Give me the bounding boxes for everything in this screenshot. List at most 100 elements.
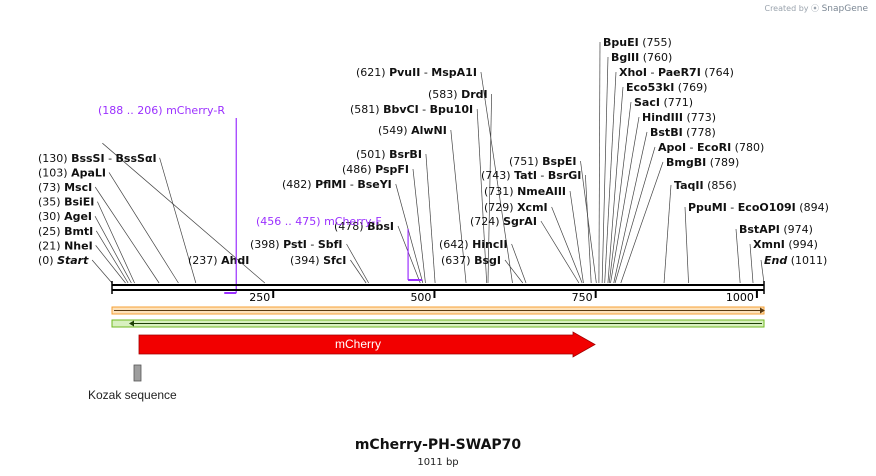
svg-text:(25) BmtI: (25) BmtI [38, 225, 93, 238]
site-connector [607, 86, 624, 284]
site-label-hindiii[interactable]: HindIII (773) [642, 111, 716, 124]
site-label-start[interactable]: (0) Start [38, 254, 89, 267]
svg-text:PpuMI - EcoO109I (894): PpuMI - EcoO109I (894) [688, 201, 829, 214]
site-position: (35) [38, 196, 64, 209]
kozak-feature-box[interactable] [133, 364, 142, 382]
snapgene-brand: SnapGene [821, 4, 868, 14]
site-label-nhei[interactable]: (21) NheI [38, 239, 93, 252]
site-label-hincii[interactable]: (642) HincII [439, 238, 508, 251]
site-connector [397, 225, 421, 284]
site-label-bsrbi[interactable]: (501) BsrBI [356, 148, 422, 161]
site-connector [684, 206, 689, 284]
site-connector [580, 160, 597, 284]
site-position: (25) [38, 225, 64, 238]
svg-text:(751) BspEI: (751) BspEI [509, 155, 577, 168]
site-label-bstbi[interactable]: BstBI (778) [650, 126, 716, 139]
site-label-pvuii[interactable]: (621) PvuII - MspA1I [356, 66, 477, 79]
site-label-bmti[interactable]: (25) BmtI [38, 225, 93, 238]
site-label-xcmi[interactable]: (729) XcmI [484, 201, 548, 214]
site-label-agei[interactable]: (30) AgeI [38, 210, 92, 223]
svg-text:BglII (760): BglII (760) [611, 51, 672, 64]
site-position: (21) [38, 239, 64, 252]
site-label-bstapi[interactable]: BstAPI (974) [739, 223, 813, 236]
site-label-taqii[interactable]: TaqII (856) [674, 179, 737, 192]
site-label-saci[interactable]: SacI (771) [634, 96, 693, 109]
plasmid-length: 1011 bp [417, 457, 458, 468]
created-by-text: Created by [764, 4, 809, 13]
site-connector [614, 146, 656, 284]
site-label-bbsi[interactable]: (478) BbsI [334, 220, 394, 233]
site-label-apoi[interactable]: ApoI - EcoRI (780) [658, 141, 764, 154]
site-connector [350, 259, 367, 284]
svg-text:(0) Start: (0) Start [38, 254, 89, 267]
site-connector [102, 142, 266, 284]
svg-text:XhoI - PaeR7I (764): XhoI - PaeR7I (764) [619, 66, 734, 79]
site-connector [95, 230, 129, 284]
site-label-end[interactable]: End (1011) [764, 254, 827, 267]
svg-text:(724) SgrAI: (724) SgrAI [470, 215, 537, 228]
site-label-tati[interactable]: (743) TatI - BsrGI [481, 169, 581, 182]
svg-text:SacI (771): SacI (771) [634, 96, 693, 109]
kozak-feature-label: Kozak sequence [88, 388, 177, 402]
site-label-sfci[interactable]: (394) SfcI [290, 254, 346, 267]
primer-mcherry-r[interactable]: (188 .. 206) mCherry-R [98, 104, 237, 294]
site-connector [504, 259, 524, 284]
site-label-alwni[interactable]: (549) AlwNI [378, 124, 447, 137]
snapgene-logo-icon: ⦿ [811, 4, 820, 13]
svg-text:(581) BbvCI - Bpu10I: (581) BbvCI - Bpu10I [350, 103, 473, 116]
site-label-pspfi[interactable]: (486) PspFI [342, 163, 409, 176]
site-connector [749, 243, 754, 284]
site-enzyme-name: BmtI [64, 225, 93, 238]
site-label-nmeaiii[interactable]: (731) NmeAIII [484, 185, 566, 198]
site-label-xhoi[interactable]: XhoI - PaeR7I (764) [619, 66, 734, 79]
site-label-pflmi[interactable]: (482) PflMI - BseYI [282, 178, 392, 191]
site-label-xmni[interactable]: XmnI (994) [753, 238, 818, 251]
site-position: (30) [38, 210, 64, 223]
site-label-bsgi[interactable]: (637) BsgI [441, 254, 501, 267]
site-label-bpuei[interactable]: BpuEI (755) [603, 36, 672, 49]
svg-text:(621) PvuII - MspA1I: (621) PvuII - MspA1I [356, 66, 477, 79]
site-label-drdi[interactable]: (583) DrdI [428, 88, 488, 101]
site-label-eco53ki[interactable]: Eco53kI (769) [626, 81, 707, 94]
site-enzyme-name: BssSI [71, 152, 105, 165]
site-label-apali[interactable]: (103) ApaLI [38, 166, 106, 179]
svg-text:(456 .. 475) mCherry-F: (456 .. 475) mCherry-F [256, 215, 382, 228]
svg-text:End (1011): End (1011) [764, 254, 827, 267]
site-connector [476, 108, 488, 284]
site-label-msci[interactable]: (73) MscI [38, 181, 92, 194]
svg-text:(130) BssSI - BssSαI: (130) BssSI - BssSαI [38, 152, 157, 165]
site-connector [620, 161, 664, 284]
site-connector [346, 243, 369, 284]
site-position: (130) [38, 152, 71, 165]
site-enzyme-name: MscI [64, 181, 92, 194]
site-position: (103) [38, 166, 71, 179]
site-label-sgrai[interactable]: (724) SgrAI [470, 215, 537, 228]
site-label-psti[interactable]: (398) PstI - SbfI [250, 238, 343, 251]
site-connector [585, 174, 592, 284]
site-label-bsiei[interactable]: (35) BsiEI [38, 196, 94, 209]
site-label-bspei[interactable]: (751) BspEI [509, 155, 577, 168]
site-label-bglii[interactable]: BglII (760) [611, 51, 672, 64]
site-label-ppumi[interactable]: PpuMI - EcoO109I (894) [688, 201, 829, 214]
site-label-bsssi[interactable]: (130) BssSI - BssSαI [38, 152, 157, 165]
svg-text:(482) PflMI - BseYI: (482) PflMI - BseYI [282, 178, 392, 191]
site-labels: (0) Start (21) NheI(25) BmtI (30) AgeI(35)… [38, 36, 829, 267]
mcherry-feature-arrow[interactable] [138, 331, 596, 358]
site-connector [412, 168, 426, 284]
svg-text:(729) XcmI: (729) XcmI [484, 201, 548, 214]
site-position: (237) [188, 254, 221, 267]
svg-text:BstBI (778): BstBI (778) [650, 126, 716, 139]
svg-text:(237) AhdI: (237) AhdI [188, 254, 249, 267]
site-connector [569, 190, 584, 284]
site-label-bmgbi[interactable]: BmgBI (789) [666, 156, 739, 169]
svg-text:XmnI (994): XmnI (994) [753, 238, 818, 251]
svg-text:(35) BsiEI: (35) BsiEI [38, 196, 94, 209]
site-connector [159, 157, 197, 284]
svg-text:(188 .. 206) mCherry-R: (188 .. 206) mCherry-R [98, 104, 225, 117]
mcherry-feature-label: mCherry [335, 337, 381, 351]
svg-text:(30) AgeI: (30) AgeI [38, 210, 92, 223]
site-label-bbvci[interactable]: (581) BbvCI - Bpu10I [350, 103, 473, 116]
svg-text:HindIII (773): HindIII (773) [642, 111, 716, 124]
primer-mcherry-f[interactable]: (456 .. 475) mCherry-F [256, 215, 423, 281]
site-label-ahdi[interactable]: (237) AhdI [188, 254, 249, 267]
